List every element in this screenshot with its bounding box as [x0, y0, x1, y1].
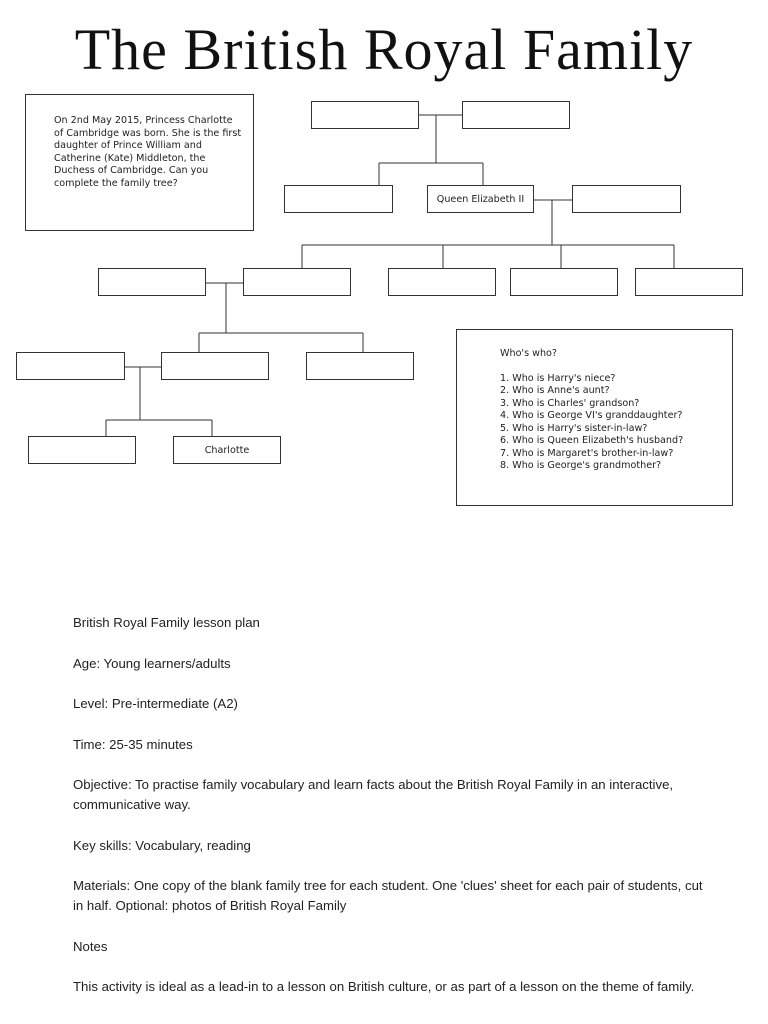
- intro-text: On 2nd May 2015, Princess Charlotte of C…: [54, 115, 242, 189]
- tree-node-blank[interactable]: [311, 101, 419, 129]
- quiz-question: 5. Who is Harry's sister-in-law?: [500, 422, 648, 434]
- quiz-question: 7. Who is Margaret's brother-in-law?: [500, 447, 674, 459]
- tree-node-queen-elizabeth[interactable]: Queen Elizabeth II: [427, 185, 534, 213]
- tree-node-label: Charlotte: [204, 444, 250, 456]
- quiz-question-list: 1. Who is Harry's niece? 2. Who is Anne'…: [500, 373, 722, 473]
- lesson-key-skills: Key skills: Vocabulary, reading: [73, 837, 251, 853]
- tree-node-blank[interactable]: [16, 352, 125, 380]
- page-title: The British Royal Family: [74, 17, 694, 82]
- quiz-question: 4. Who is George VI's granddaughter?: [500, 410, 683, 421]
- tree-node-blank[interactable]: [161, 352, 269, 380]
- lesson-age: Age: Young learners/adults: [73, 655, 231, 671]
- tree-node-blank[interactable]: [28, 436, 136, 464]
- quiz-question: 1. Who is Harry's niece?: [500, 372, 616, 384]
- lesson-time: Time: 25-35 minutes: [73, 736, 193, 752]
- tree-node-blank[interactable]: [306, 352, 414, 380]
- tree-node-blank[interactable]: [635, 268, 743, 296]
- tree-node-blank[interactable]: [243, 268, 351, 296]
- lesson-notes: This activity is ideal as a lead-in to a…: [73, 979, 695, 994]
- tree-node-charlotte[interactable]: Charlotte: [173, 436, 281, 464]
- lesson-materials: Materials: One copy of the blank family …: [73, 878, 703, 913]
- quiz-question: 3. Who is Charles' grandson?: [500, 397, 640, 409]
- tree-node-blank[interactable]: [462, 101, 570, 129]
- tree-node-label: Queen Elizabeth II: [436, 193, 525, 205]
- tree-node-blank[interactable]: [388, 268, 496, 296]
- intro-text-box: On 2nd May 2015, Princess Charlotte of C…: [25, 94, 254, 231]
- lesson-notes-heading: Notes: [73, 938, 108, 954]
- quiz-question: 2. Who is Anne's aunt?: [500, 385, 610, 396]
- whos-who-box: Who's who? 1. Who is Harry's niece? 2. W…: [456, 329, 733, 506]
- lesson-level: Level: Pre-intermediate (A2): [73, 696, 238, 711]
- tree-node-blank[interactable]: [98, 268, 206, 296]
- lesson-objective: Objective: To practise family vocabulary…: [73, 777, 674, 812]
- tree-node-blank[interactable]: [510, 268, 618, 296]
- tree-node-blank[interactable]: [284, 185, 393, 213]
- lesson-plan: British Royal Family lesson plan Age: Yo…: [73, 613, 703, 1018]
- family-tree-connectors: [105, 114, 675, 436]
- lesson-heading: British Royal Family lesson plan: [73, 615, 260, 630]
- tree-node-blank[interactable]: [572, 185, 681, 213]
- quiz-question: 6. Who is Queen Elizabeth's husband?: [500, 435, 684, 446]
- quiz-question: 8. Who is George's grandmother?: [500, 460, 662, 471]
- quiz-heading: Who's who?: [500, 348, 558, 359]
